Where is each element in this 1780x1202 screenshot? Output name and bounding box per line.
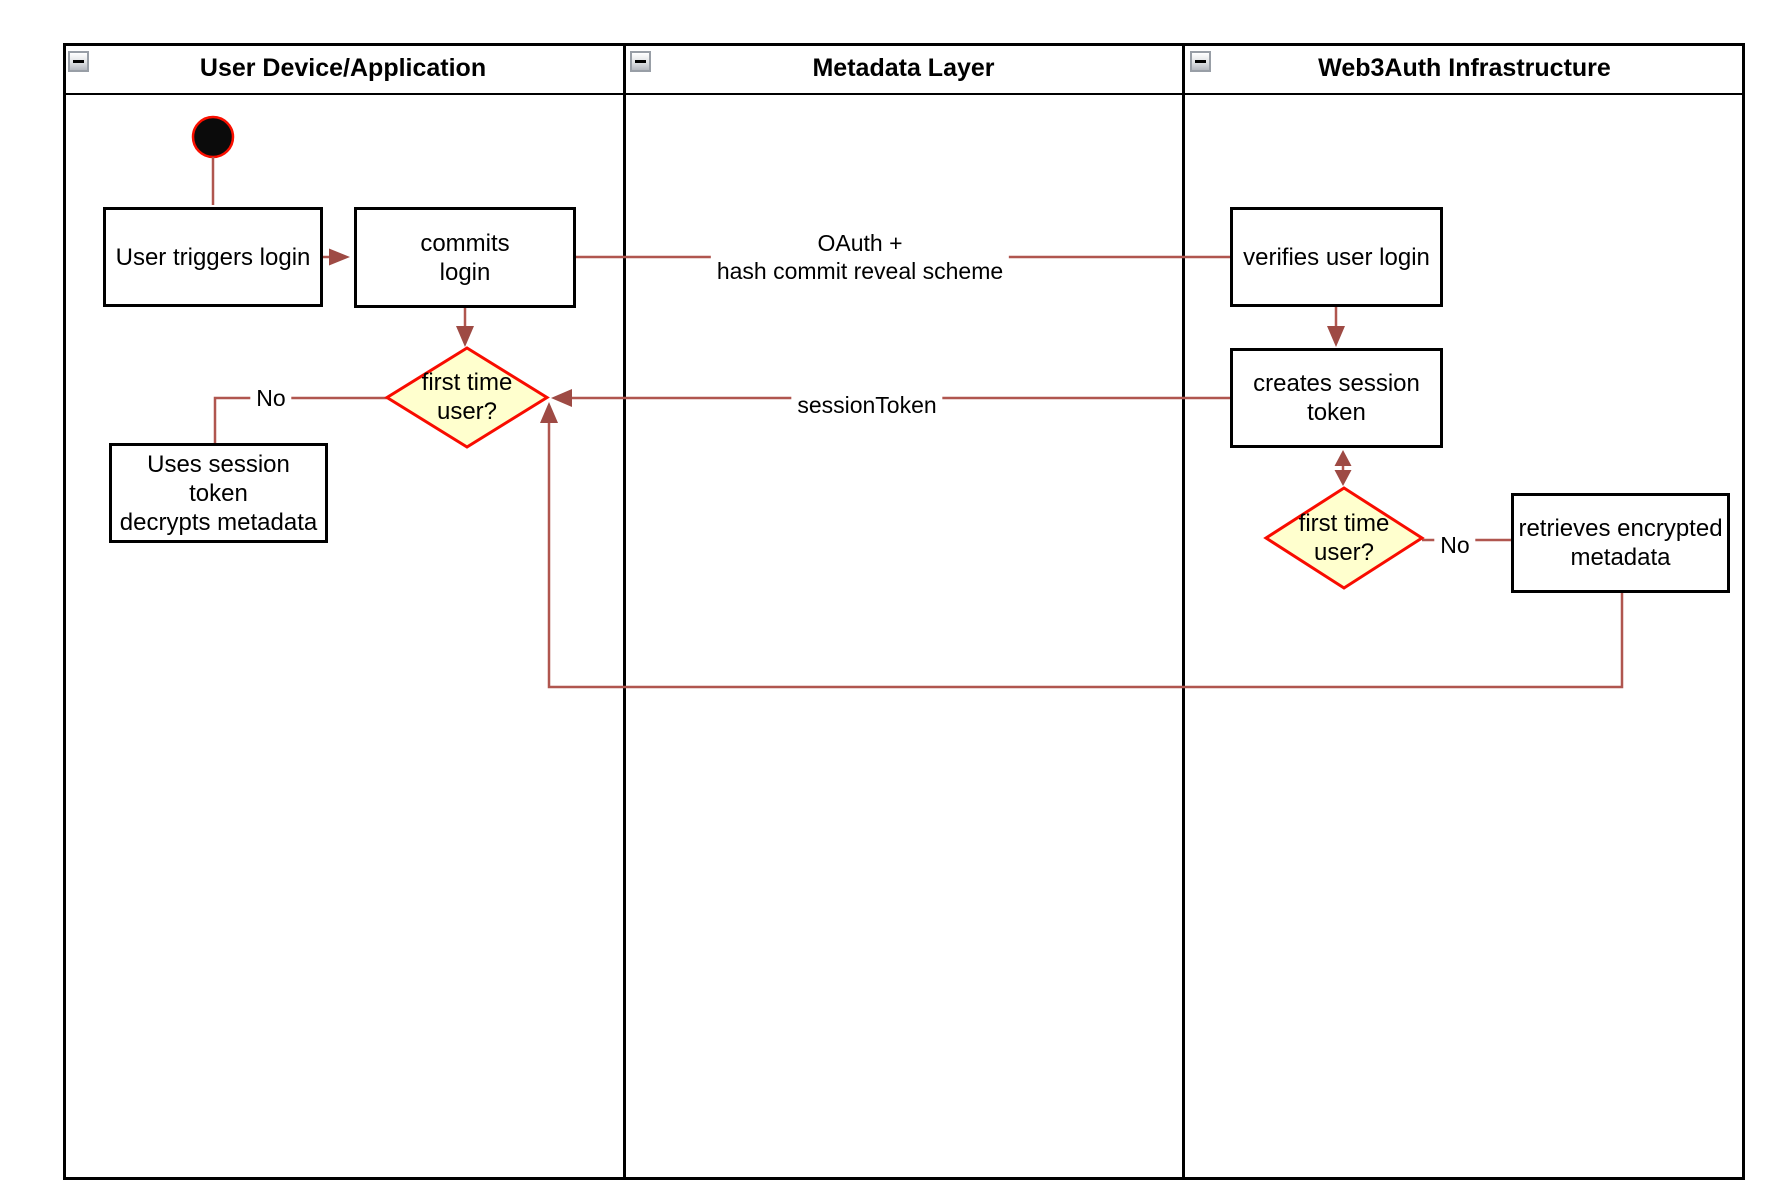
decision-label-first-time-user-device: first time user?: [421, 369, 513, 425]
arrowhead-down-icon: [1334, 470, 1352, 486]
edge-label-oauth: OAuth + hash commit reveal scheme: [710, 228, 1010, 286]
edge-label-no-device: No: [250, 383, 292, 413]
edge-loop-back[interactable]: [547, 415, 1624, 689]
collapse-lane-button-metadata-layer[interactable]: [630, 51, 651, 72]
arrowhead-down-icon: [456, 326, 474, 347]
collapse-lane-button-web3auth[interactable]: [1190, 51, 1211, 72]
node-verifies-user-login[interactable]: verifies user login: [1230, 207, 1443, 307]
start-node[interactable]: [191, 115, 235, 159]
node-user-triggers-login[interactable]: User triggers login: [103, 207, 323, 307]
decision-first-time-user-infra[interactable]: [1263, 486, 1425, 590]
pool-frame: [63, 43, 1745, 1180]
lane-header-metadata-layer: Metadata Layer: [625, 43, 1182, 93]
arrowhead-right-icon: [329, 248, 350, 266]
lane-divider-1: [623, 43, 626, 1180]
lane-title-web3auth: Web3Auth Infrastructure: [1318, 53, 1611, 82]
arrowhead-left-icon: [551, 389, 572, 407]
node-creates-session-token[interactable]: creates session token: [1230, 348, 1443, 448]
collapse-lane-button-user-device[interactable]: [68, 51, 89, 72]
minus-icon: [635, 59, 646, 64]
arrowhead-down-icon: [1327, 326, 1345, 347]
node-retrieves-encrypted-metadata[interactable]: retrieves encrypted metadata: [1511, 493, 1730, 593]
arrowhead-up-icon: [540, 402, 558, 423]
edge-no-device[interactable]: [213, 396, 387, 443]
lane-header-web3auth: Web3Auth Infrastructure: [1184, 43, 1745, 93]
lane-divider-2: [1182, 43, 1185, 1180]
minus-icon: [73, 59, 84, 64]
lane-header-divider: [63, 92, 1745, 95]
edge-label-no-infra: No: [1434, 530, 1476, 560]
minus-icon: [1195, 59, 1206, 64]
edge-label-session-token: sessionToken: [791, 390, 943, 420]
lane-header-user-device: User Device/Application: [63, 43, 623, 93]
decision-label-first-time-user-infra: first time user?: [1298, 510, 1390, 566]
arrowhead-up-icon: [1334, 450, 1352, 466]
node-uses-session-token[interactable]: Uses session token decrypts metadata: [109, 443, 328, 543]
decision-first-time-user-device[interactable]: [384, 346, 550, 449]
lane-title-metadata-layer: Metadata Layer: [812, 53, 995, 82]
lane-title-user-device: User Device/Application: [199, 53, 487, 82]
node-commits-login[interactable]: commits login: [354, 207, 576, 308]
